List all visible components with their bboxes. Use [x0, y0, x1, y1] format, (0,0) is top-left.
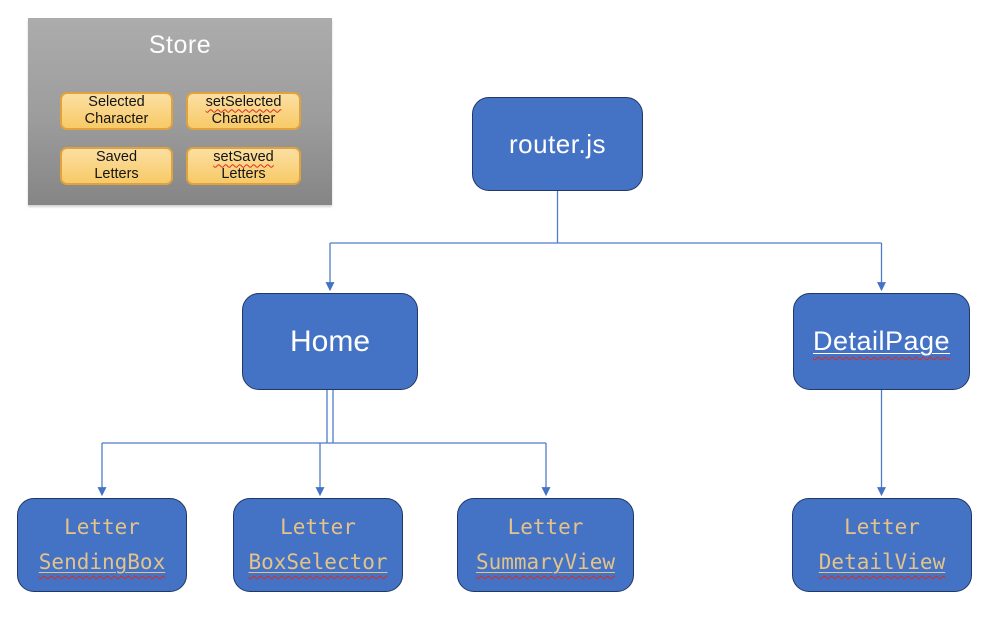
store-item-line2: Character	[211, 111, 276, 127]
store-item-line1: setSaved	[213, 148, 274, 165]
store-item-line1: setSelected	[205, 93, 282, 110]
node-router-js: router.js	[472, 97, 643, 191]
store-item-set-selected-character: setSelected Character	[186, 92, 301, 130]
node-label-line2: BoxSelector	[248, 550, 388, 574]
node-letter-summary-view: Letter SummaryView	[457, 498, 634, 592]
node-label-line2: SendingBox	[38, 550, 166, 574]
node-label: Home	[289, 324, 371, 358]
store-title: Store	[148, 31, 212, 59]
store-item-line1: Saved	[95, 148, 138, 165]
store-item-line2: Letters	[94, 166, 139, 182]
node-label-line2: DetailView	[818, 550, 946, 574]
store-item-set-saved-letters: setSaved Letters	[186, 147, 301, 185]
node-label-line2: SummaryView	[475, 550, 616, 574]
store-item-selected-character: Selected Character	[60, 92, 173, 130]
store-item-line2: Letters	[221, 166, 266, 182]
store-item-line2: Character	[84, 111, 149, 127]
store-panel: Store Selected Character setSelected Cha…	[28, 18, 332, 205]
node-detail-page: DetailPage	[793, 293, 970, 390]
node-label-line1: Letter	[507, 515, 584, 540]
node-letter-detail-view: Letter DetailView	[792, 498, 972, 592]
store-item-saved-letters: Saved Letters	[60, 147, 173, 185]
node-home: Home	[242, 293, 418, 390]
node-label-line1: Letter	[844, 515, 920, 540]
store-item-line1: Selected	[88, 93, 145, 110]
node-label-line1: Letter	[280, 515, 356, 540]
node-letter-box-selector: Letter BoxSelector	[233, 498, 403, 592]
node-label: router.js	[509, 128, 606, 159]
node-label-line1: Letter	[64, 515, 140, 540]
node-letter-sending-box: Letter SendingBox	[17, 498, 187, 592]
node-label: DetailPage	[812, 326, 951, 356]
